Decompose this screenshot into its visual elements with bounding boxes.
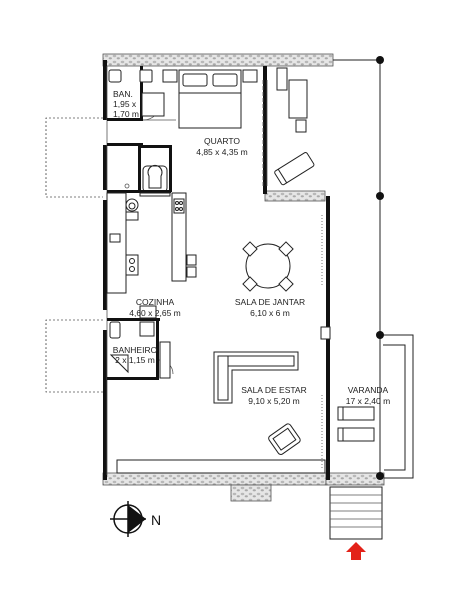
wall-left-lower <box>103 200 107 310</box>
label-cozinha-dims: 4,60 x 2,65 m <box>129 308 181 318</box>
wall-left-bottom <box>103 330 107 480</box>
varanda-post-4 <box>376 472 384 480</box>
compass-label: N <box>151 512 161 528</box>
varanda-post-2 <box>376 192 384 200</box>
quarto-furniture <box>141 67 315 186</box>
bathroom <box>107 305 174 380</box>
label-estar-dims: 9,10 x 5,20 m <box>248 396 300 406</box>
living-set <box>116 351 326 474</box>
label-jantar-dims: 6,10 x 6 m <box>250 308 290 318</box>
label-ban-dims-2: 1,70 m <box>113 109 139 119</box>
stone-chimney <box>230 484 272 502</box>
label-banheiro-dims: 2 x 1,15 m <box>115 355 155 365</box>
stone-wall-top <box>102 53 334 67</box>
dining-set <box>242 215 331 340</box>
label-ban-dims-1: 1,95 x <box>113 99 137 109</box>
wall-left-top <box>103 60 107 120</box>
wall-left-mid <box>103 145 107 190</box>
stone-wall-varanda-bottom <box>325 472 385 486</box>
label-varanda-dims: 17 x 2,40 m <box>346 396 390 406</box>
varanda-loungers <box>337 406 375 442</box>
closet <box>107 143 172 193</box>
label-varanda-name: VARANDA <box>348 385 389 395</box>
label-banheiro-name: BANHEIRO <box>113 345 158 355</box>
entrance-arrow-icon <box>346 542 366 560</box>
varanda-post-3 <box>376 331 384 339</box>
label-quarto-dims: 4,85 x 4,35 m <box>196 147 248 157</box>
pergola-left-bottom <box>45 319 103 393</box>
label-jantar-name: SALA DE JANTAR <box>235 297 305 307</box>
label-quarto-name: QUARTO <box>204 136 240 146</box>
varanda-outline <box>333 59 414 479</box>
stone-wall-bottom <box>102 472 327 486</box>
label-ban-name: BAN. <box>113 89 133 99</box>
stone-wall-quarto <box>264 190 326 202</box>
compass-icon <box>110 501 146 537</box>
entry-steps <box>329 486 383 540</box>
kitchen <box>106 192 197 294</box>
pergola-left-top <box>45 117 103 198</box>
wall-quarto-right <box>263 66 267 194</box>
varanda-post-1 <box>376 56 384 64</box>
label-cozinha-name: COZINHA <box>136 297 175 307</box>
label-estar-name: SALA DE ESTAR <box>241 385 307 395</box>
